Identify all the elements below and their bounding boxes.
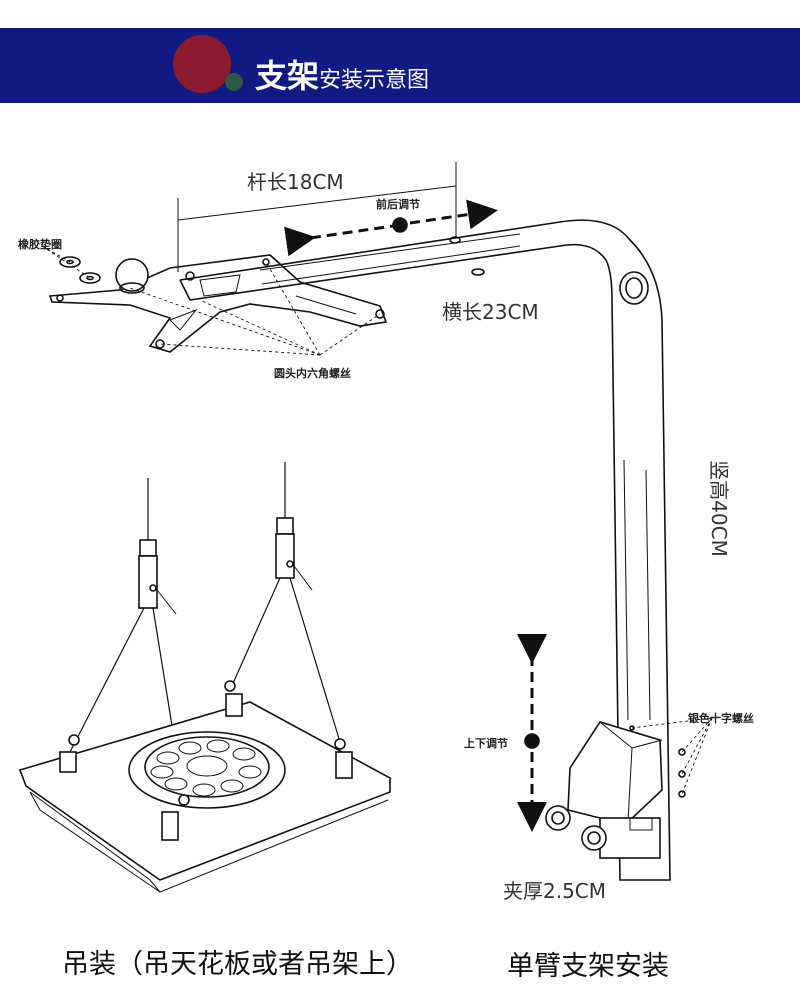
header-dot-small xyxy=(225,73,243,91)
hanging-caption: 吊装（吊天花板或者吊架上） xyxy=(62,949,413,980)
round-hex-screw-label: 圆头内六角螺丝 xyxy=(274,367,351,380)
title-bold-part: 支架 xyxy=(255,57,320,95)
clamp-assembly xyxy=(517,634,713,859)
title-regular-part: 安装示意图 xyxy=(319,68,430,93)
clamp-thickness-label: 夹厚2.5CM xyxy=(503,879,607,903)
bracket-top-view xyxy=(41,162,671,881)
page-title: 支架安装示意图 xyxy=(255,51,429,97)
rubber-washer-label: 橡胶垫圈 xyxy=(18,238,62,251)
horizontal-length-label: 横长23CM xyxy=(442,300,539,324)
vertical-height-label: 竖高40CM xyxy=(706,460,731,557)
hanging-light-panel xyxy=(18,462,392,893)
header-banner xyxy=(0,28,800,103)
silver-cross-screw-label: 银色十字螺丝 xyxy=(688,712,754,725)
header-dot-large xyxy=(173,35,231,93)
rod-length-label: 杆长18CM xyxy=(247,170,344,194)
front-back-adjust-label: 前后调节 xyxy=(376,198,420,211)
up-down-adjust-label: 上下调节 xyxy=(464,737,508,750)
single-arm-caption: 单臂支架安装 xyxy=(507,951,669,982)
